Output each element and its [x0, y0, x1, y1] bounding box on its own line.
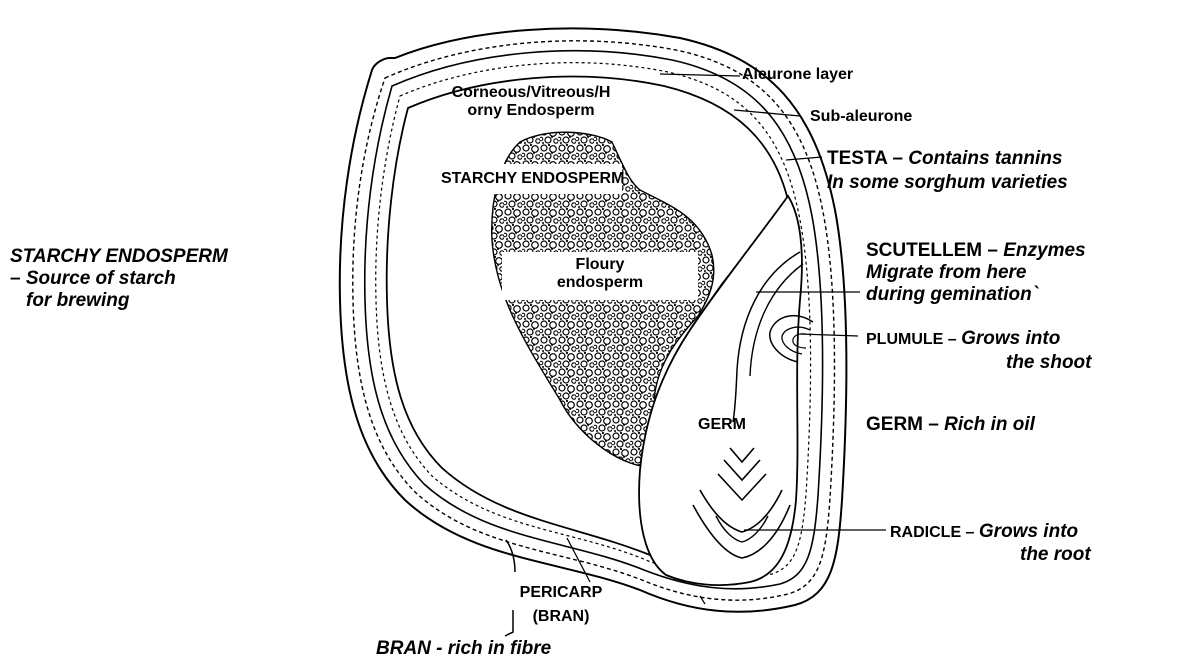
- plumule-heading: PLUMULE –: [866, 331, 961, 348]
- plumule-label: PLUMULE – Grows into: [866, 328, 1060, 350]
- bran-label: BRAN - rich in fibre: [376, 638, 551, 660]
- testa-label: TESTA – Contains tannins: [827, 148, 1062, 170]
- scutellem-label: SCUTELLEM – Enzymes Migrate from here du…: [866, 240, 1086, 306]
- scutellem-desc-1: Enzymes: [1003, 240, 1085, 261]
- corneous-line-2: orny Endosperm: [438, 102, 624, 120]
- aleurone-layer-label: Aleurone layer: [742, 66, 853, 84]
- germ-inner-label: GERM: [698, 416, 746, 434]
- starchy-side-desc-1: – Source of starch: [10, 268, 228, 290]
- starchy-endosperm-inner-label: STARCHY ENDOSPERM: [441, 170, 624, 188]
- plumule-desc-1: Grows into: [961, 328, 1060, 349]
- germ-side-desc: Rich in oil: [944, 414, 1035, 435]
- testa-description-2: In some sorghum varieties: [827, 172, 1068, 194]
- germ-side-label: GERM – Rich in oil: [866, 414, 1035, 436]
- sub-aleurone-label: Sub-aleurone: [810, 108, 912, 126]
- radicle-heading: RADICLE –: [890, 524, 979, 541]
- floury-line-2: endosperm: [500, 274, 700, 292]
- scutellem-desc-2: Migrate from here: [866, 262, 1086, 284]
- pericarp-line-2: (BRAN): [496, 608, 626, 626]
- floury-line-1: Floury: [500, 256, 700, 274]
- pericarp-label: PERICARP (BRAN): [496, 584, 626, 627]
- germ-side-heading: GERM –: [866, 414, 944, 435]
- pericarp-line-1: PERICARP: [496, 584, 626, 602]
- scutellem-line-1: SCUTELLEM – Enzymes: [866, 240, 1086, 262]
- scutellem-heading: SCUTELLEM –: [866, 240, 1003, 261]
- starchy-side-heading: STARCHY ENDOSPERM: [10, 246, 228, 268]
- radicle-label: RADICLE – Grows into: [890, 521, 1078, 543]
- scutellem-desc-3: during gemination`: [866, 284, 1086, 306]
- starchy-endosperm-side-label: STARCHY ENDOSPERM – Source of starch for…: [10, 246, 228, 312]
- plumule-desc-2: the shoot: [1006, 352, 1092, 374]
- radicle-desc-1: Grows into: [979, 521, 1078, 542]
- testa-description-1: Contains tannins: [908, 148, 1062, 169]
- starchy-side-desc-2: for brewing: [10, 290, 228, 312]
- floury-endosperm-label: Floury endosperm: [500, 256, 700, 293]
- corneous-endosperm-label: Corneous/Vitreous/H orny Endosperm: [438, 84, 624, 121]
- testa-heading: TESTA –: [827, 148, 908, 169]
- corneous-line-1: Corneous/Vitreous/H: [438, 84, 624, 102]
- radicle-desc-2: the root: [1020, 544, 1091, 566]
